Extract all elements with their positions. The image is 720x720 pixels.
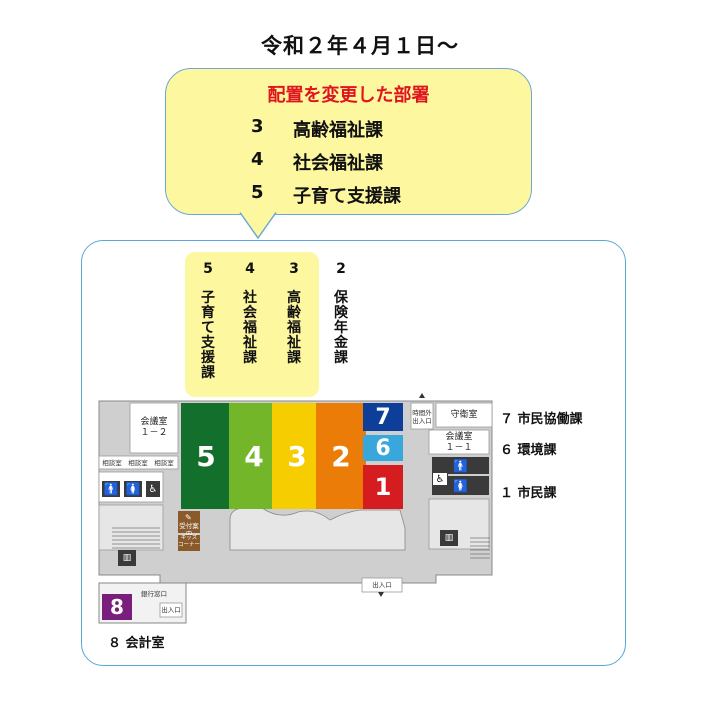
guard-room: 守衛室 [450, 410, 478, 420]
dept-block-7: 7 [363, 403, 403, 431]
dept-block-4: 4 [229, 403, 279, 509]
dept-block-3: 3 [272, 403, 322, 509]
callout-item-num: 3 [251, 116, 264, 137]
callout-title: 配置を変更した部署 [267, 85, 430, 106]
column-label-korei: 3 高齢福祉課 [287, 261, 301, 366]
label-kankyo: ６ 環境課 [500, 443, 557, 458]
callout-item: 4 社会福祉課 [251, 149, 383, 175]
elevator-icon: ▥ [440, 530, 458, 546]
restroom-male-icon: 🚹 [102, 481, 120, 497]
meeting-room-1-2: 会議室 １－２ [140, 417, 168, 438]
callout-item-name: 子育て支援課 [293, 186, 401, 207]
column-label-shakai: 4 社会福祉課 [243, 261, 257, 366]
consult-room: 相談室 [128, 459, 148, 467]
floor-frame [81, 240, 626, 666]
accessible-toilet-icon: ♿ [146, 481, 160, 497]
info-desk: 受付案内 ✎ [178, 511, 200, 538]
label-kaikei: ８ 会計室 [108, 636, 165, 651]
consult-room: 相談室 [102, 459, 122, 467]
dept-block-1: 1 [363, 465, 403, 509]
entrance-bottom: 出入口 [372, 581, 392, 589]
callout-item: 3 高齢福祉課 [251, 116, 383, 142]
restroom-female-icon: 🚺 [124, 481, 142, 497]
dept-block-2: 2 [316, 403, 366, 509]
kids-corner: キッズ コーナー [178, 535, 200, 551]
date-heading: 令和２年４月１日～ [261, 34, 459, 58]
callout-item-name: 高齢福祉課 [293, 120, 383, 141]
restroom-male-icon: 🚹 [432, 457, 489, 474]
consult-room: 相談室 [154, 459, 174, 467]
callout-item-name: 社会福祉課 [293, 153, 383, 174]
callout-item-num: 4 [251, 149, 264, 170]
dept-block-6: 6 [363, 435, 403, 461]
dept-block-8: 8 [102, 594, 132, 620]
wheelchair-icon: ♿ [432, 472, 448, 486]
column-label-hoken: 2 保険年金課 [334, 261, 348, 366]
entrance-left: 出入口 [161, 606, 181, 614]
pen-icon: ✎ [185, 513, 192, 522]
changed-departments-callout: 配置を変更した部署 3 高齢福祉課 4 社会福祉課 5 子育て支援課 [165, 68, 532, 215]
meeting-room-1-1: 会議室 １－１ [445, 432, 473, 453]
changed-columns-highlight [185, 252, 319, 397]
callout-item-num: 5 [251, 182, 264, 203]
night-entrance: 時間外 出入口 [412, 409, 432, 425]
callout-item: 5 子育て支援課 [251, 182, 401, 208]
dept-block-5: 5 [181, 403, 231, 509]
label-shimin: １ 市民課 [500, 486, 557, 501]
label-shimin-kyodo: ７ 市民協働課 [500, 412, 583, 427]
bank-window: 銀行窓口 [141, 590, 167, 598]
column-label-kosodate: 5 子育て支援課 [201, 261, 215, 381]
elevator-icon: ▥ [118, 550, 136, 566]
